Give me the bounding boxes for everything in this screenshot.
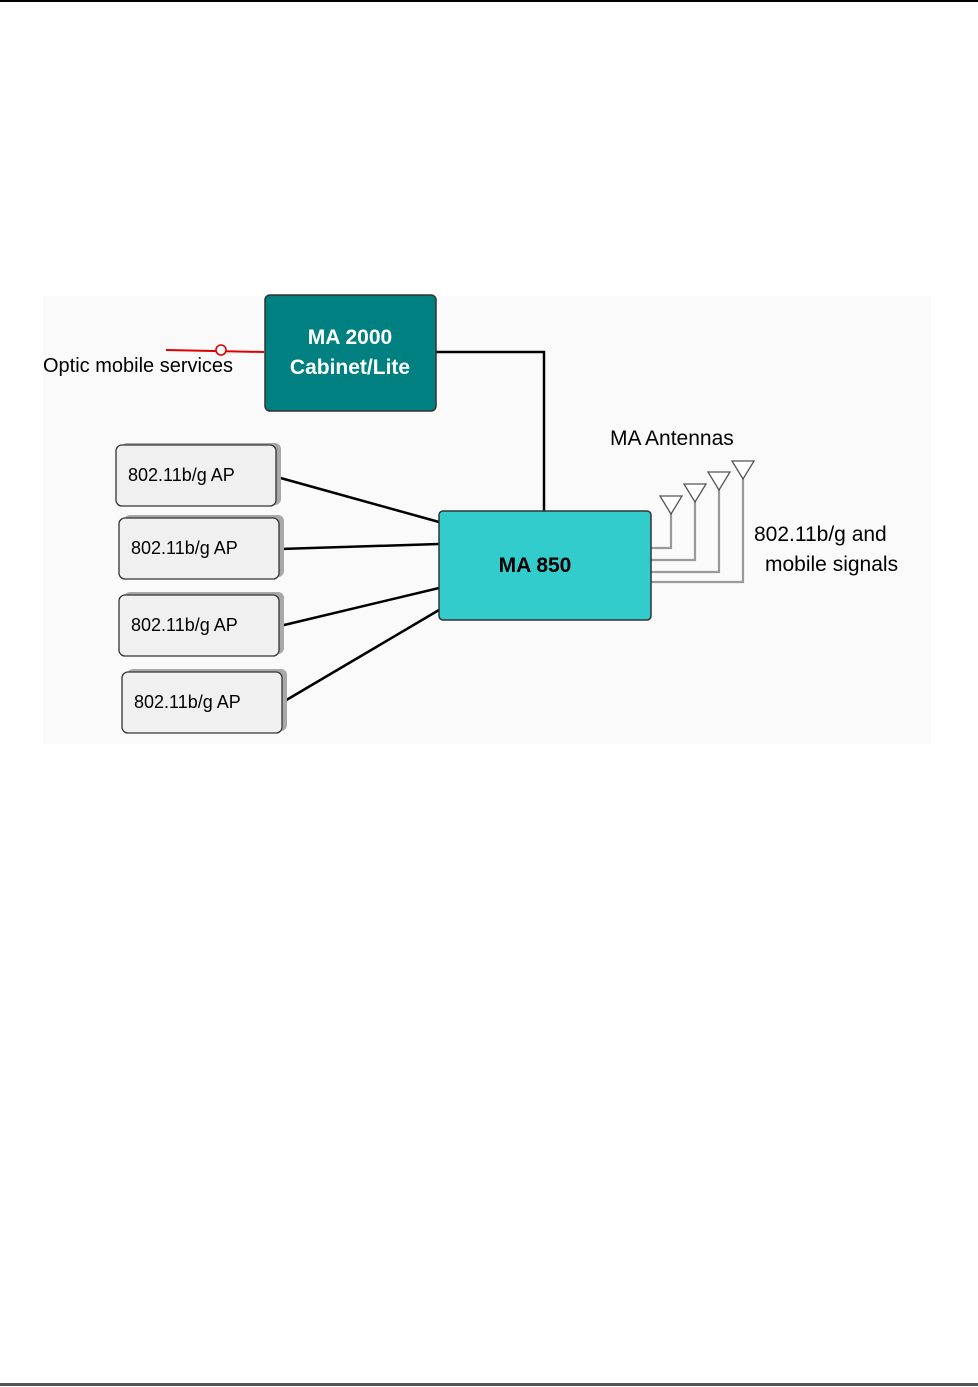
ap3-label: 802.11b/g AP bbox=[131, 615, 238, 635]
optic-connector-icon bbox=[216, 345, 226, 355]
ap1-label: 802.11b/g AP bbox=[128, 465, 235, 485]
access-point-1: 802.11b/g AP bbox=[116, 443, 281, 506]
signals-label-line1: 802.11b/g and bbox=[754, 523, 887, 546]
ap1-connector bbox=[277, 477, 439, 522]
access-point-3: 802.11b/g AP bbox=[119, 592, 284, 656]
access-point-4: 802.11b/g AP bbox=[122, 669, 287, 733]
ap3-connector bbox=[280, 588, 439, 626]
access-point-2: 802.11b/g AP bbox=[119, 515, 284, 579]
optic-line bbox=[166, 350, 264, 352]
antenna-2-icon bbox=[684, 484, 706, 502]
ap2-connector bbox=[280, 544, 439, 549]
ap4-label: 802.11b/g AP bbox=[134, 692, 241, 712]
ma2000-cabinet-box bbox=[265, 295, 436, 411]
bottom-rule bbox=[0, 1383, 978, 1386]
optic-label: Optic mobile services bbox=[43, 355, 233, 377]
antenna-1-icon bbox=[660, 496, 682, 514]
cabinet-to-ma850-connector bbox=[436, 352, 544, 511]
antenna-4-icon bbox=[732, 461, 754, 479]
ma2000-title: MA 2000 bbox=[308, 326, 392, 349]
ap2-label: 802.11b/g AP bbox=[131, 538, 238, 558]
ap4-connector bbox=[283, 610, 439, 702]
antennas-label: MA Antennas bbox=[610, 427, 734, 450]
signals-label-line2: mobile signals bbox=[765, 553, 898, 576]
antenna-3-icon bbox=[708, 472, 730, 490]
ma2000-subtitle: Cabinet/Lite bbox=[290, 356, 410, 379]
ma850-label: MA 850 bbox=[499, 554, 572, 577]
